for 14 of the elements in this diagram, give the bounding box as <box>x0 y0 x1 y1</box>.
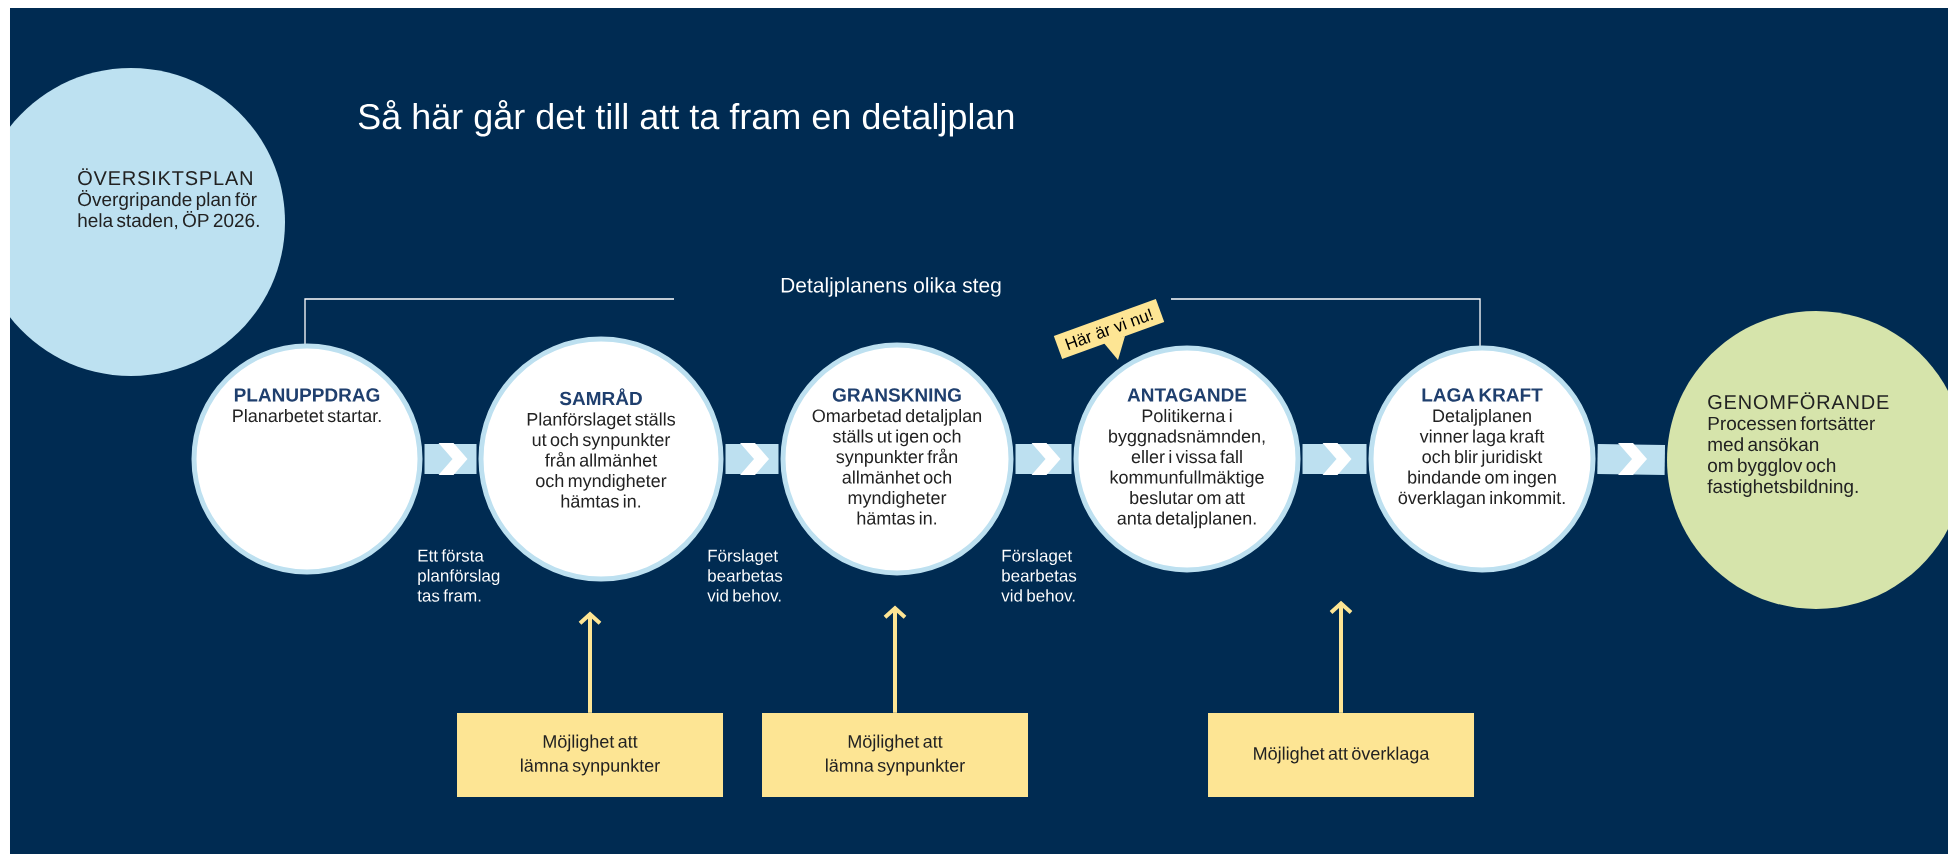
arrow <box>578 611 602 713</box>
chevron-arrow <box>1302 443 1367 475</box>
comment-box: Möjlighet att lämna synpunkter <box>457 713 723 797</box>
comment-box: Möjlighet att överklaga <box>1208 713 1474 797</box>
chevron-arrow <box>725 443 779 475</box>
comment-box: Möjlighet att lämna synpunkter <box>762 713 1028 797</box>
arrow <box>1329 600 1353 713</box>
title: Så här går det till att ta fram en detaljplan <box>358 100 1014 137</box>
chevron-arrow <box>1015 443 1072 475</box>
chevron-arrow <box>1597 443 1666 475</box>
bracket-label: Detaljplanens olika steg <box>781 277 1001 297</box>
speech-bubble: Här är vi nu! <box>1053 298 1165 360</box>
arrow <box>883 605 907 713</box>
chevron-arrow <box>424 443 477 475</box>
